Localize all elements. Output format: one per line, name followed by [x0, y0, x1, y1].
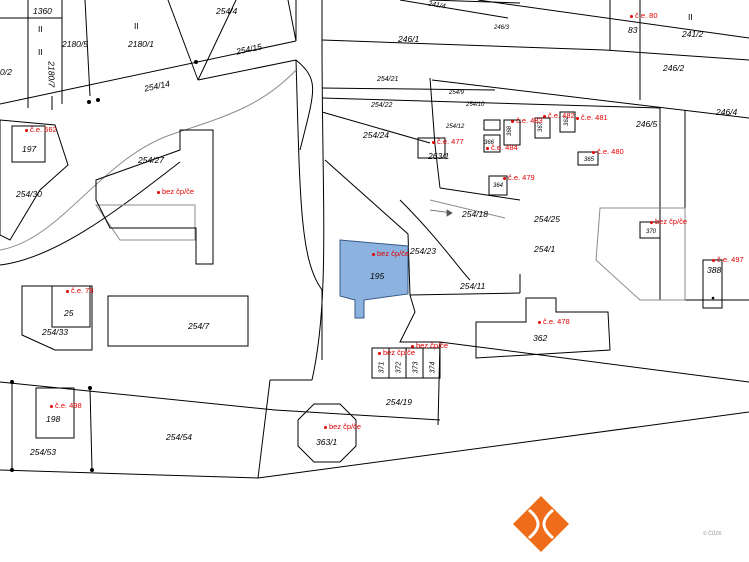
parcel-label[interactable]: 254/10: [466, 102, 485, 108]
parcel-label[interactable]: 246/2: [663, 63, 685, 73]
parcel-label[interactable]: 372: [395, 361, 403, 374]
parcel-label[interactable]: 254/53: [30, 447, 56, 457]
parcel-label[interactable]: 254/24: [363, 130, 389, 140]
parcel-label[interactable]: 246/3: [494, 25, 510, 31]
house-number[interactable]: bez čp/če: [411, 342, 448, 350]
parcel-label[interactable]: 254/25: [534, 214, 560, 224]
parcel-label[interactable]: 374: [429, 361, 437, 374]
parcel-label[interactable]: 197: [22, 144, 37, 154]
parcel-label[interactable]: 254/1: [534, 244, 556, 254]
house-number[interactable]: bez čp/če: [650, 218, 687, 226]
parcel-label[interactable]: 363/1: [316, 437, 338, 447]
house-number[interactable]: č.e. 482: [543, 112, 575, 120]
parcel-label[interactable]: 2180/5: [62, 39, 88, 49]
parcel-label[interactable]: 254/33: [42, 327, 68, 337]
parcel-label[interactable]: 373: [412, 361, 420, 374]
parcel-label[interactable]: 246/4: [716, 107, 738, 117]
parcel-label[interactable]: 365: [584, 157, 595, 163]
parcel-label[interactable]: 366: [484, 140, 495, 146]
parcel-label[interactable]: 254/27: [138, 155, 164, 165]
house-number[interactable]: č.e. 480: [592, 148, 624, 156]
parcel-label[interactable]: 254/54: [166, 432, 192, 442]
parcel-label[interactable]: 254/11: [460, 281, 486, 291]
highlighted-parcel-195: [339, 239, 409, 319]
roman-marker: II: [688, 12, 693, 22]
house-number[interactable]: č.e. 483: [511, 117, 543, 125]
parcel-label[interactable]: 25: [64, 308, 74, 318]
parcel-label[interactable]: 368: [507, 125, 514, 137]
parcel-label[interactable]: 246/1: [398, 34, 420, 44]
parcel-label[interactable]: 254/12: [446, 124, 465, 130]
cuzk-logo-icon[interactable]: [511, 494, 571, 554]
parcel-label[interactable]: 254/18: [462, 209, 488, 219]
parcel-label[interactable]: 263/1: [428, 151, 450, 161]
house-number[interactable]: č.e. 497: [712, 256, 744, 264]
house-number[interactable]: bez čp/če: [157, 188, 194, 196]
copyright-text: © ČÚZK: [703, 531, 722, 537]
parcel-label[interactable]: 254/21: [377, 76, 399, 83]
parcel-label[interactable]: 371: [378, 361, 386, 374]
house-number[interactable]: č.e. 562: [25, 126, 57, 134]
parcel-label[interactable]: 254/30: [16, 189, 42, 199]
parcel-label[interactable]: 195: [370, 271, 385, 281]
roman-marker: II: [38, 24, 43, 34]
parcel-label[interactable]: 1360: [33, 6, 52, 16]
parcel-label[interactable]: 83: [628, 25, 638, 35]
parcel-label[interactable]: 241/2: [682, 29, 704, 39]
parcel-label[interactable]: 254/9: [449, 90, 465, 96]
parcel-label[interactable]: 254/19: [386, 397, 412, 407]
house-number[interactable]: bez čp/če: [378, 349, 415, 357]
parcel-label[interactable]: 246/5: [636, 119, 658, 129]
house-number[interactable]: č.e. 78: [66, 287, 94, 295]
house-number[interactable]: bez čp/če: [324, 423, 361, 431]
parcel-label[interactable]: 364: [493, 183, 504, 189]
house-number[interactable]: bez čp/če: [372, 250, 409, 258]
parcel-label[interactable]: 254/23: [410, 246, 436, 256]
parcel-label[interactable]: 254/22: [371, 102, 393, 109]
parcel-label[interactable]: 198: [46, 414, 61, 424]
parcel-label[interactable]: 388: [707, 265, 722, 275]
house-number[interactable]: č.e. 80: [630, 12, 658, 20]
house-number[interactable]: č.e. 481: [576, 114, 608, 122]
parcel-label[interactable]: 254/7: [188, 321, 210, 331]
parcel-label[interactable]: 2180/7: [46, 61, 57, 88]
parcel-label[interactable]: 254/4: [216, 6, 238, 16]
house-number[interactable]: č.e. 477: [432, 138, 464, 146]
house-number[interactable]: č.e. 498: [50, 402, 82, 410]
parcel-label[interactable]: 0/2: [0, 67, 12, 77]
house-number[interactable]: č.e. 479: [503, 174, 535, 182]
house-number[interactable]: č.e. 478: [538, 318, 570, 326]
parcel-label[interactable]: 2180/1: [128, 39, 154, 49]
parcel-label[interactable]: 370: [646, 229, 657, 235]
roman-marker: II: [38, 47, 43, 57]
parcel-label[interactable]: 362: [533, 333, 548, 343]
house-number[interactable]: č.e. 484: [486, 144, 518, 152]
roman-marker: II: [134, 21, 139, 31]
